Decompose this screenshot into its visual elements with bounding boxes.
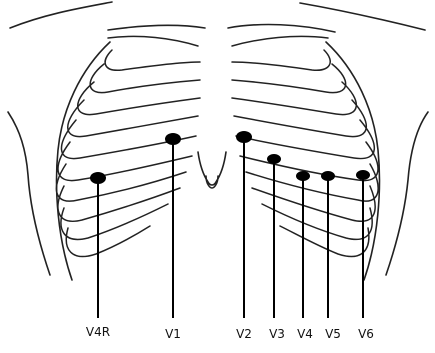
right-neck-line xyxy=(228,25,335,32)
right-rib xyxy=(234,100,366,137)
electrode-v5 xyxy=(321,171,335,181)
electrode-v6 xyxy=(356,170,370,180)
right-rib xyxy=(246,164,378,201)
electrode-v4r xyxy=(90,172,106,184)
right-rib xyxy=(232,64,346,93)
lead-label-v5: V5 xyxy=(325,327,341,341)
right-arm-line xyxy=(386,112,428,275)
lead-lines xyxy=(98,137,363,318)
lead-label-v1: V1 xyxy=(165,327,181,341)
left-cage-edge xyxy=(57,42,110,280)
left-shoulder-line xyxy=(10,2,112,28)
lead-label-v3: V3 xyxy=(269,327,285,341)
right-rib xyxy=(236,120,374,159)
left-rib xyxy=(56,164,186,201)
left-rib xyxy=(68,100,198,137)
right-clavicle xyxy=(232,36,328,46)
sternum xyxy=(198,152,226,188)
electrodes xyxy=(90,131,370,184)
lead-label-v4r: V4R xyxy=(86,325,110,339)
xiphoid-process xyxy=(198,152,226,185)
electrode-v2 xyxy=(236,131,252,143)
left-rib xyxy=(58,142,192,181)
left-rib xyxy=(90,64,200,93)
lead-label-v2: V2 xyxy=(236,327,252,341)
right-shoulder-line xyxy=(300,3,425,30)
left-arm-line xyxy=(8,112,50,275)
right-rib xyxy=(232,50,330,70)
torso-outline xyxy=(8,2,428,275)
electrode-v1 xyxy=(165,133,181,145)
lead-label-v6: V6 xyxy=(358,327,374,341)
lead-labels: V4R V1 V2 V3 V4 V5 V6 xyxy=(86,325,374,341)
lead-label-v4: V4 xyxy=(297,327,313,341)
electrode-v4 xyxy=(296,171,310,181)
right-rib-cage xyxy=(232,36,379,280)
left-neck-line xyxy=(108,25,205,30)
left-rib-cage xyxy=(56,36,200,280)
electrode-v3 xyxy=(267,154,281,164)
right-cage-edge xyxy=(326,42,379,280)
left-rib xyxy=(105,50,200,70)
left-clavicle xyxy=(108,36,198,46)
